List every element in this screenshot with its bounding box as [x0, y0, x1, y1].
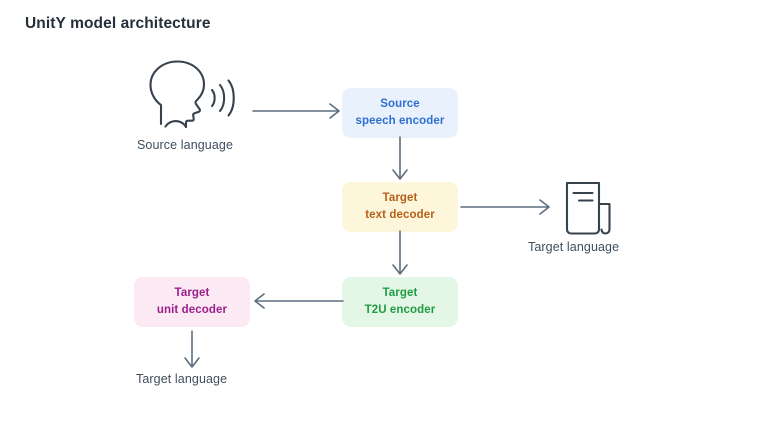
arrow-target-unit-decoder-to-target-language	[174, 330, 210, 372]
speaking-head-icon	[145, 58, 245, 130]
caption-target-language-text: Target language	[528, 240, 620, 254]
node-target-t2u-encoder-text: Target T2U encoder	[365, 285, 436, 318]
node-target-unit-decoder-line1: Target	[174, 287, 210, 300]
arrow-target-t2u-encoder-to-target-unit-decoder	[250, 290, 344, 312]
arrow-down-glyph	[184, 330, 200, 368]
node-target-text-decoder-text: Target text decoder	[365, 190, 435, 223]
arrow-source-speech-encoder-to-target-text-decoder	[382, 136, 418, 184]
node-source-speech-encoder-text: Source speech encoder	[356, 96, 445, 129]
document-icon	[558, 180, 622, 236]
speaking-head-glyph	[149, 60, 235, 129]
caption-target-language-speech: Target language	[136, 372, 228, 386]
node-target-unit-decoder[interactable]: Target unit decoder	[134, 277, 250, 327]
arrow-right-glyph	[460, 199, 550, 215]
arrow-left-glyph	[254, 293, 344, 309]
node-target-unit-decoder-text: Target unit decoder	[157, 285, 227, 318]
node-target-text-decoder[interactable]: Target text decoder	[342, 182, 458, 232]
node-target-unit-decoder-line2: unit decoder	[156, 304, 228, 316]
arrow-down-glyph	[392, 136, 408, 180]
node-source-speech-encoder[interactable]: Source speech encoder	[342, 88, 458, 138]
node-target-text-decoder-line1: Target	[382, 192, 418, 205]
document-glyph	[565, 181, 611, 235]
page-title: UnitY model architecture	[25, 15, 211, 32]
caption-source-language: Source language	[137, 138, 234, 152]
node-target-text-decoder-line2: text decoder	[365, 209, 435, 221]
arrow-head-to-source-speech-encoder	[252, 100, 344, 122]
node-target-t2u-encoder-line2: T2U encoder	[364, 304, 436, 316]
arrow-right-glyph	[252, 103, 340, 119]
node-target-t2u-encoder-line1: Target	[382, 287, 418, 300]
arrow-target-text-decoder-to-target-t2u-encoder	[382, 230, 418, 279]
node-source-speech-encoder-line1: Source	[380, 98, 420, 111]
arrow-target-text-decoder-to-document	[460, 196, 560, 218]
node-source-speech-encoder-line2: speech encoder	[355, 115, 445, 127]
node-target-t2u-encoder[interactable]: Target T2U encoder	[342, 277, 458, 327]
arrow-down-glyph	[392, 230, 408, 275]
